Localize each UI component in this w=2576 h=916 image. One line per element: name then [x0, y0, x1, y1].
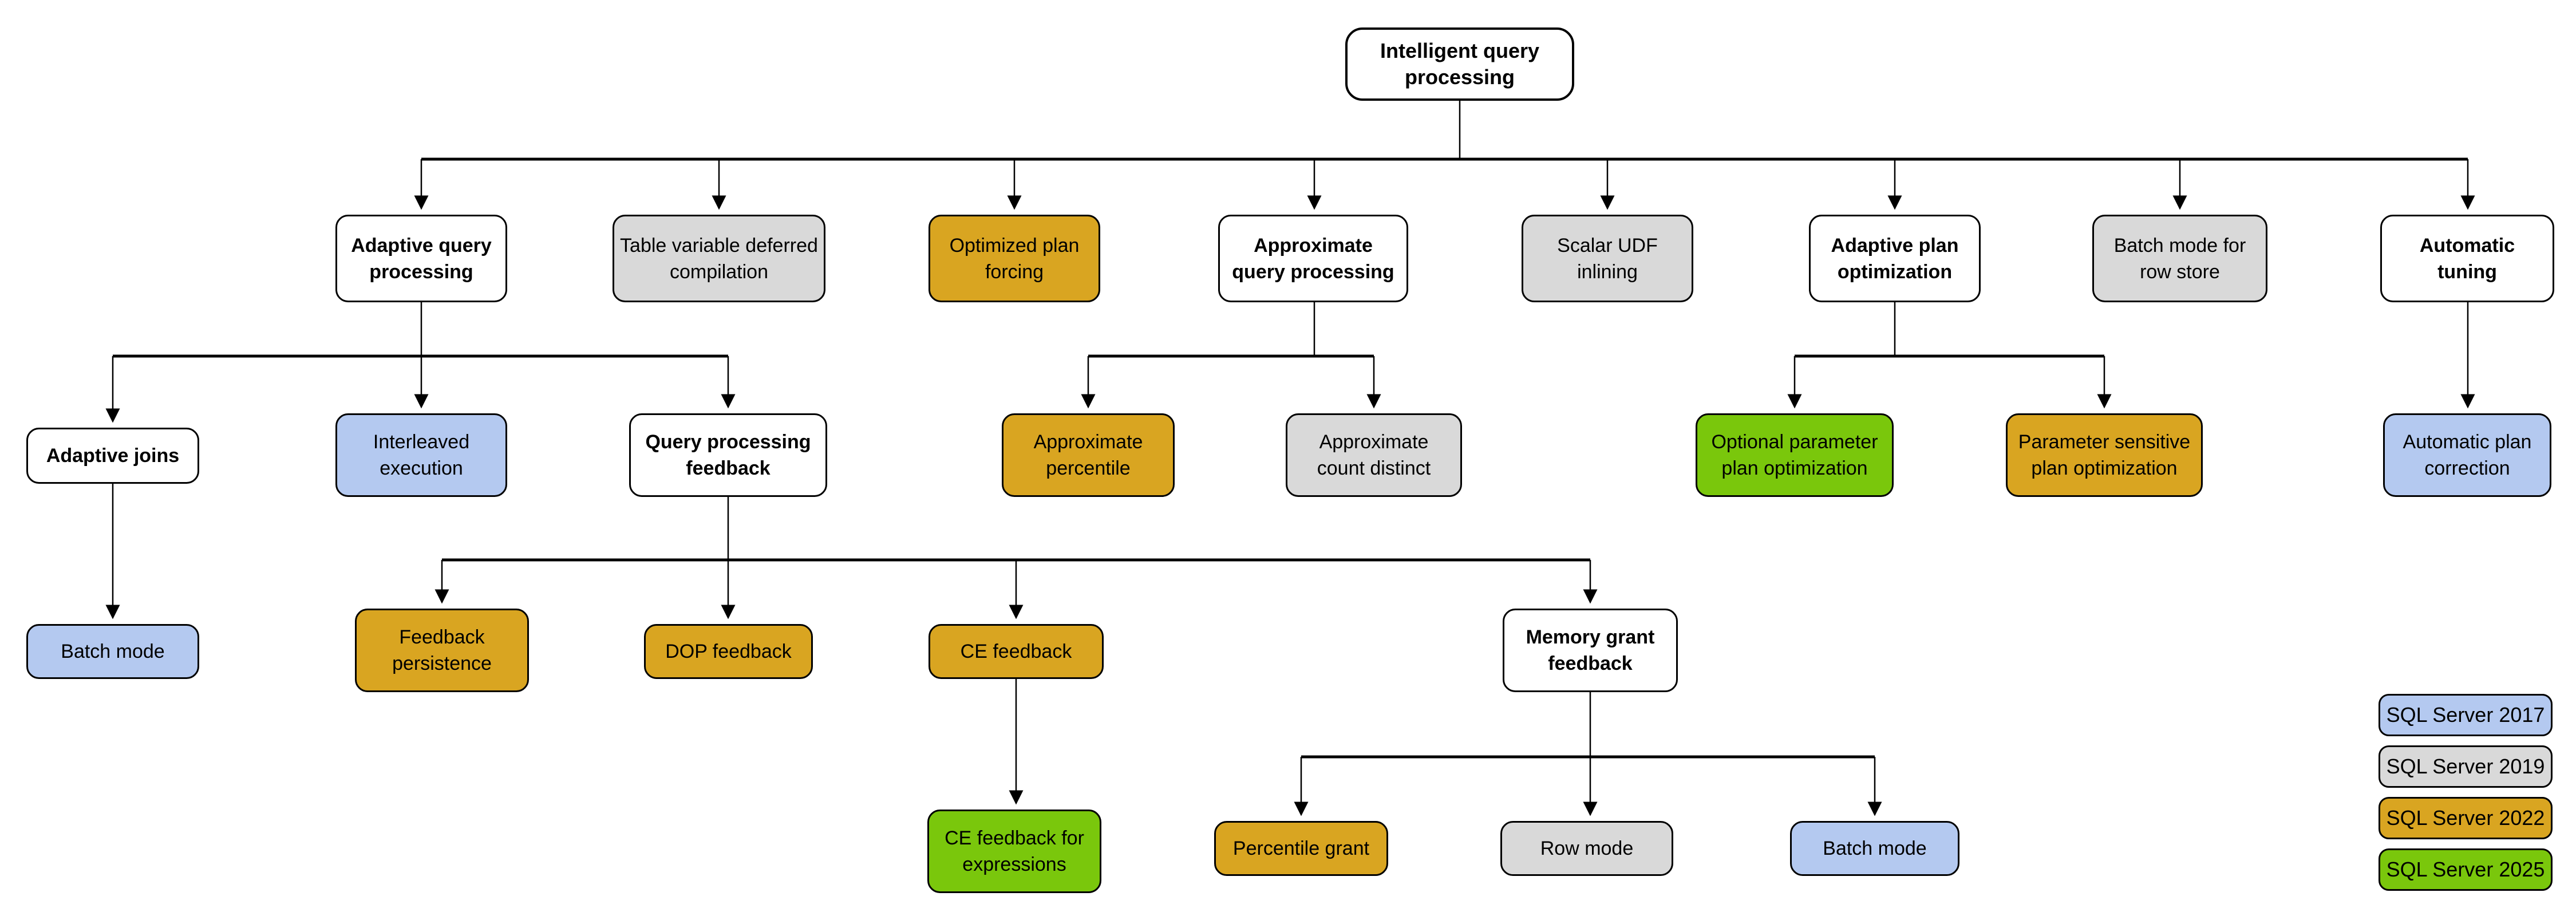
node-adaptive-query-processing: Adaptive query processing: [335, 215, 507, 302]
legend-sql-server-2025: SQL Server 2025: [2379, 848, 2553, 891]
node-memory-grant-feedback: Memory grant feedback: [1503, 609, 1678, 692]
node-automatic-tuning: Automatic tuning: [2380, 215, 2554, 302]
node-query-processing-feedback: Query processing feedback: [629, 413, 827, 497]
node-batch-mode-for-row-store: Batch mode for row store: [2092, 215, 2267, 302]
node-approximate-query-processing: Approximate query processing: [1218, 215, 1408, 302]
node-row-mode: Row mode: [1500, 821, 1673, 876]
node-intelligent-query-processing: Intelligent query processing: [1345, 27, 1574, 101]
node-scalar-udf-inlining: Scalar UDF inlining: [1522, 215, 1693, 302]
legend-sql-server-2017: SQL Server 2017: [2379, 694, 2553, 736]
node-optional-parameter-plan-optimization: Optional parameter plan optimization: [1696, 413, 1894, 497]
node-adaptive-plan-optimization: Adaptive plan optimization: [1809, 215, 1981, 302]
node-feedback-persistence: Feedback persistence: [355, 609, 529, 692]
node-approximate-count-distinct: Approximate count distinct: [1286, 413, 1462, 497]
node-adaptive-joins: Adaptive joins: [26, 428, 199, 484]
node-automatic-plan-correction: Automatic plan correction: [2383, 413, 2551, 497]
node-batch-mode-memory-grant: Batch mode: [1790, 821, 1959, 876]
legend-sql-server-2019: SQL Server 2019: [2379, 745, 2553, 788]
node-batch-mode-adaptive-joins: Batch mode: [26, 624, 199, 679]
node-ce-feedback: CE feedback: [929, 624, 1104, 679]
node-table-variable-deferred-compilation: Table variable deferred compilation: [613, 215, 825, 302]
node-ce-feedback-for-expressions: CE feedback for expressions: [927, 810, 1101, 893]
node-percentile-grant: Percentile grant: [1214, 821, 1388, 876]
node-parameter-sensitive-plan-optimization: Parameter sensitive plan optimization: [2006, 413, 2203, 497]
node-approximate-percentile: Approximate percentile: [1002, 413, 1175, 497]
node-interleaved-execution: Interleaved execution: [335, 413, 507, 497]
node-optimized-plan-forcing: Optimized plan forcing: [929, 215, 1100, 302]
node-dop-feedback: DOP feedback: [644, 624, 813, 679]
legend-sql-server-2022: SQL Server 2022: [2379, 797, 2553, 839]
